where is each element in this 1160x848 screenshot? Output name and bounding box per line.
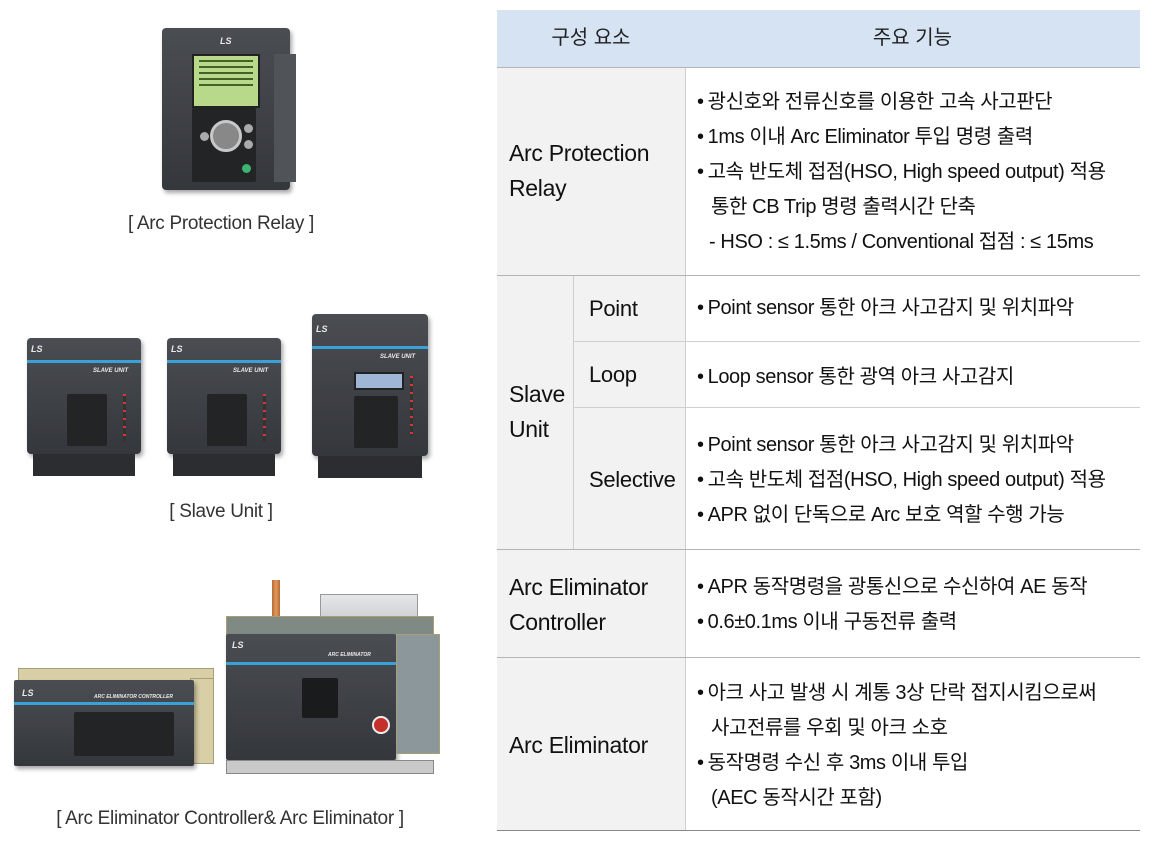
- slave-unit-label: SLAVE UNIT: [233, 368, 269, 374]
- relay-button-icon: [244, 140, 253, 149]
- arc-eliminator-image: LS ARC ELIMINATOR: [220, 580, 466, 780]
- ls-logo: LS: [31, 344, 43, 354]
- header-function: 주요 기능: [872, 27, 953, 49]
- slave-unit-label: SLAVE UNIT: [380, 354, 416, 360]
- row-desc-arc-protection-relay: 광신호와 전류신호를 이용한 고속 사고판단 1ms 이내 Arc Elimin…: [697, 85, 1106, 260]
- row-desc-point: Point sensor 통한 아크 사고감지 및 위치파악: [697, 291, 1075, 326]
- row-desc-loop: Loop sensor 통한 광역 아크 사고감지: [697, 360, 1015, 395]
- row-label-arc-eliminator-controller: Arc Eliminator Controller: [509, 574, 648, 635]
- arc-protection-relay-image: LS: [162, 28, 296, 190]
- aec-label: ARC ELIMINATOR CONTROLLER: [94, 694, 173, 700]
- table-header-row: [497, 10, 1140, 67]
- slave-unit-image-3: LS SLAVE UNIT: [312, 314, 428, 478]
- row-label-arc-eliminator: Arc Eliminator: [509, 732, 648, 758]
- relay-status-led-icon: [242, 164, 251, 173]
- relay-side-bracket: [274, 54, 296, 182]
- relay-button-icon: [200, 132, 209, 141]
- relay-button-icon: [244, 124, 253, 133]
- ls-logo: LS: [316, 324, 328, 334]
- arc-eliminator-controller-image: LS ARC ELIMINATOR CONTROLLER: [14, 668, 214, 770]
- slave-unit-image-1: LS SLAVE UNIT: [27, 338, 141, 478]
- ls-logo: LS: [171, 344, 183, 354]
- ae-label: ARC ELIMINATOR: [328, 652, 371, 658]
- caption-slave-unit: [ Slave Unit ]: [169, 501, 273, 522]
- ls-logo: LS: [232, 640, 244, 650]
- header-component: 구성 요소: [551, 27, 631, 49]
- row-label-arc-protection-relay: Arc Protection Relay: [509, 140, 650, 201]
- row-desc-selective: Point sensor 통한 아크 사고감지 및 위치파악 고속 반도체 접점…: [697, 428, 1106, 533]
- caption-arc-eliminator-controller-and-arc-eliminator: [ Arc Eliminator Controller& Arc Elimina…: [56, 808, 404, 829]
- sub-label-point: Point: [589, 296, 638, 321]
- red-knob-icon: [372, 716, 390, 734]
- caption-arc-protection-relay: [ Arc Protection Relay ]: [127, 213, 315, 234]
- ls-logo: LS: [220, 36, 232, 46]
- ls-logo: LS: [22, 688, 34, 698]
- component-column: [497, 67, 685, 830]
- row-desc-arc-eliminator: 아크 사고 발생 시 계통 3상 단락 접지시킴으로써 사고전류를 우회 및 아…: [697, 676, 1097, 816]
- navigation-dial-icon: [210, 120, 242, 152]
- sub-label-selective: Selective: [589, 467, 676, 492]
- slave-unit-image-2: LS SLAVE UNIT: [167, 338, 281, 478]
- row-label-slave-unit: Slave Unit: [509, 381, 566, 442]
- slave-unit-label: SLAVE UNIT: [93, 368, 129, 374]
- slave-lcd-display: [354, 372, 404, 390]
- sub-label-loop: Loop: [589, 362, 637, 387]
- row-desc-arc-eliminator-controller: APR 동작명령을 광통신으로 수신하여 AE 동작 0.6±0.1ms 이내 …: [697, 570, 1088, 640]
- relay-lcd-display: [192, 54, 260, 108]
